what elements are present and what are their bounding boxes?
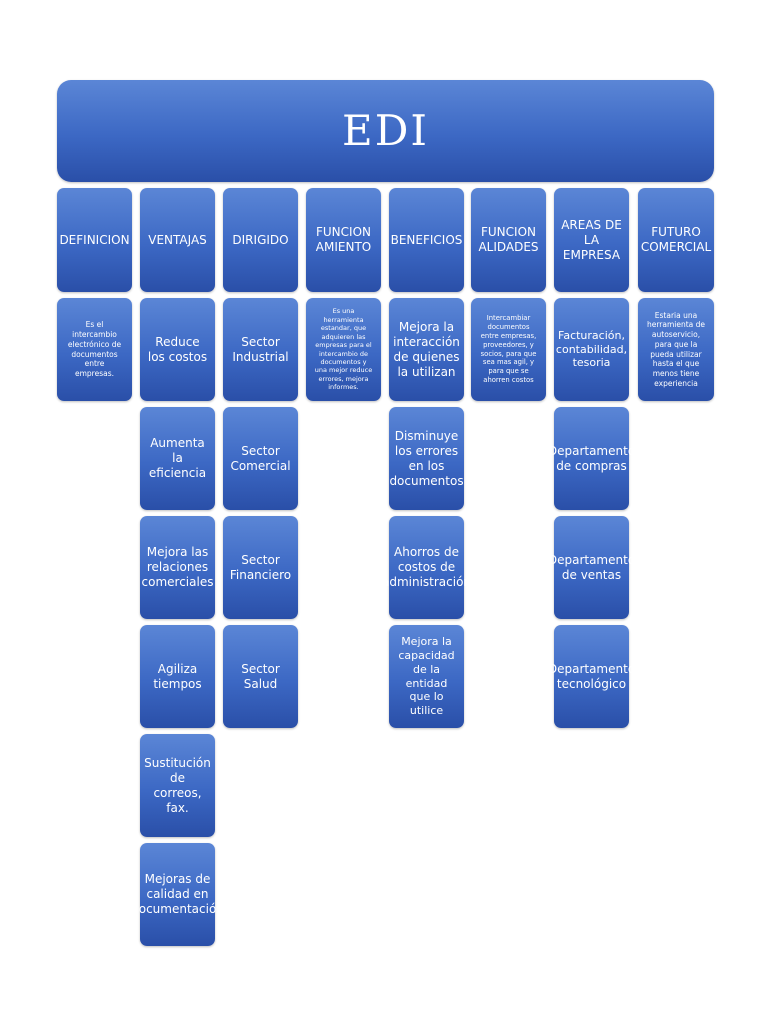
header-dirigido: DIRIGIDO [223,188,298,292]
ventajas-item-3: Mejora las relaciones comerciales [140,516,215,619]
areas-item-4: Departamento tecnológico [548,625,635,728]
header-areas-empresa: AREAS DE LA EMPRESA [554,188,629,292]
beneficios-item-2: Disminuye los errores en los documentos [389,407,464,510]
header-funcionamiento: FUNCIONAMIENTO [306,188,381,292]
beneficios-item-4: Mejora la capacidad de la entidad que lo… [389,625,464,728]
header-ventajas: VENTAJAS [140,188,215,292]
header-beneficios: BENEFICIOS [389,188,464,292]
ventajas-item-4: Agiliza tiempos [140,625,215,728]
ventajas-item-2: Aumenta la eficiencia [140,407,215,510]
title-box: EDI [57,80,714,182]
header-definicion: DEFINICION [57,188,132,292]
dirigido-item-2: Sector Comercial [223,407,298,510]
areas-item-2: Departamento de compras [548,407,635,510]
dirigido-item-3: Sector Financiero [223,516,298,619]
areas-item-1: Facturación, contabilidad, tesoria [554,298,629,401]
futuro-item-1: Estaria una herramienta de autoservicio,… [638,298,714,401]
ventajas-item-6: Mejoras de calidad en documentación [131,843,224,946]
header-futuro-comercial: FUTURO COMERCIAL [638,188,714,292]
beneficios-item-3: Ahorros de costos de administración [382,516,471,619]
ventajas-item-5: Sustitución de correos, fax. [140,734,215,837]
beneficios-item-1: Mejora la interacción de quienes la util… [389,298,464,401]
ventajas-item-1: Reduce los costos [140,298,215,401]
dirigido-item-1: Sector Industrial [223,298,298,401]
areas-item-3: Departamento de ventas [548,516,635,619]
header-funcionalidades: FUNCIONALIDADES [471,188,546,292]
funcionalidades-item-1: Intercambiar documentos entre empresas, … [471,298,546,401]
dirigido-item-4: Sector Salud [223,625,298,728]
funcionamiento-item-1: Es una herramienta estandar, que adquier… [306,298,381,401]
definicion-item-1: Es el intercambio electrónico de documen… [57,298,132,401]
